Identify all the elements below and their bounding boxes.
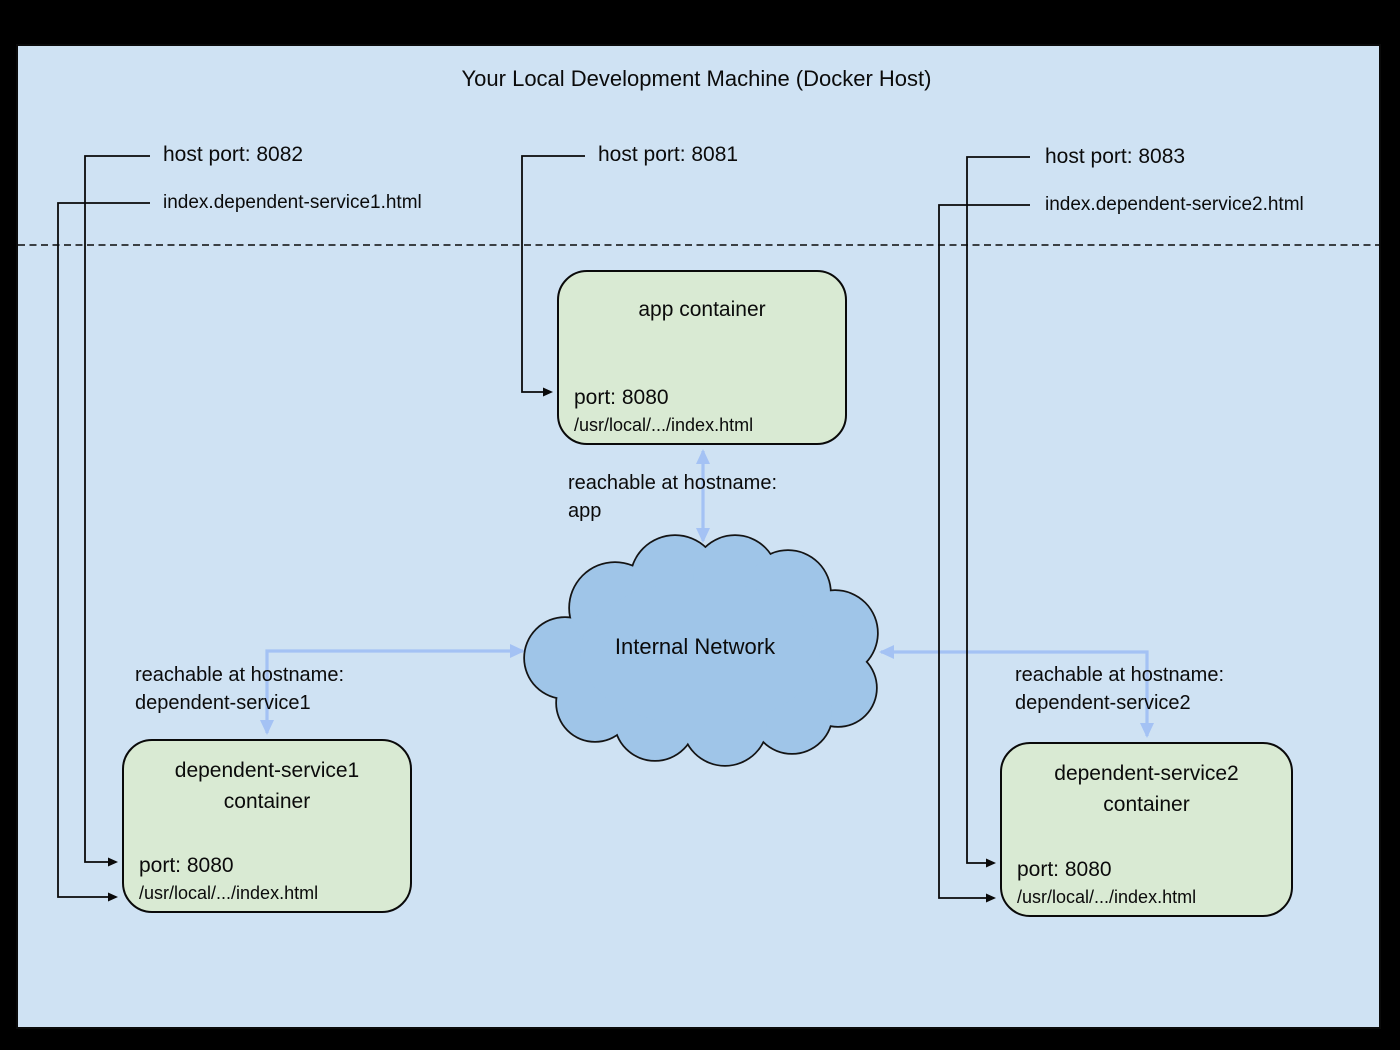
reachable-label-ds2: reachable at hostname: dependent-service2	[1015, 661, 1224, 717]
dependent-service2-title-line2: container	[1103, 793, 1190, 816]
app-container-path: /usr/local/.../index.html	[574, 415, 754, 435]
dependent-service2-title: dependent-service2 container	[1002, 744, 1291, 820]
dependent-service2-title-line1: dependent-service2	[1054, 762, 1239, 785]
diagram-title: Your Local Development Machine (Docker H…	[461, 66, 932, 91]
dependent-service2-port: port: 8080	[1017, 858, 1112, 881]
reachable-label-ds1: reachable at hostname: dependent-service1	[135, 661, 344, 717]
dependent-service2-container-box: dependent-service2 container port: 8080 …	[1000, 742, 1293, 917]
internal-network-label: Internal Network	[614, 634, 776, 659]
reachable-ds2-line2: dependent-service2	[1015, 692, 1191, 714]
reachable-ds2-line1: reachable at hostname:	[1015, 664, 1225, 686]
label-index-dependent-service1: index.dependent-service1.html	[163, 192, 422, 213]
app-container-box: app container port: 8080 /usr/local/.../…	[557, 270, 847, 445]
reachable-label-app: reachable at hostname: app	[568, 469, 777, 525]
label-host-port-8083: host port: 8083	[1045, 145, 1186, 168]
dependent-service1-title-line1: dependent-service1	[174, 759, 360, 782]
dependent-service2-path: /usr/local/.../index.html	[1017, 887, 1197, 907]
dependent-service1-title-line2: container	[223, 790, 311, 813]
dependent-service1-container-box: dependent-service1 container port: 8080 …	[122, 739, 412, 913]
reachable-app-line1: reachable at hostname:	[568, 472, 778, 494]
app-container-port: port: 8080	[574, 386, 669, 409]
label-host-port-8081: host port: 8081	[598, 143, 739, 166]
dependent-service1-path: /usr/local/.../index.html	[139, 883, 319, 903]
dependent-service1-title: dependent-service1 container	[124, 741, 410, 817]
dependent-service1-port: port: 8080	[139, 854, 234, 877]
label-host-port-8082: host port: 8082	[163, 143, 304, 166]
reachable-ds1-line2: dependent-service1	[135, 692, 311, 714]
reachable-ds1-line1: reachable at hostname:	[135, 664, 345, 686]
app-container-title: app container	[638, 298, 766, 321]
reachable-app-line2: app	[568, 500, 602, 522]
label-index-dependent-service2: index.dependent-service2.html	[1045, 194, 1304, 215]
